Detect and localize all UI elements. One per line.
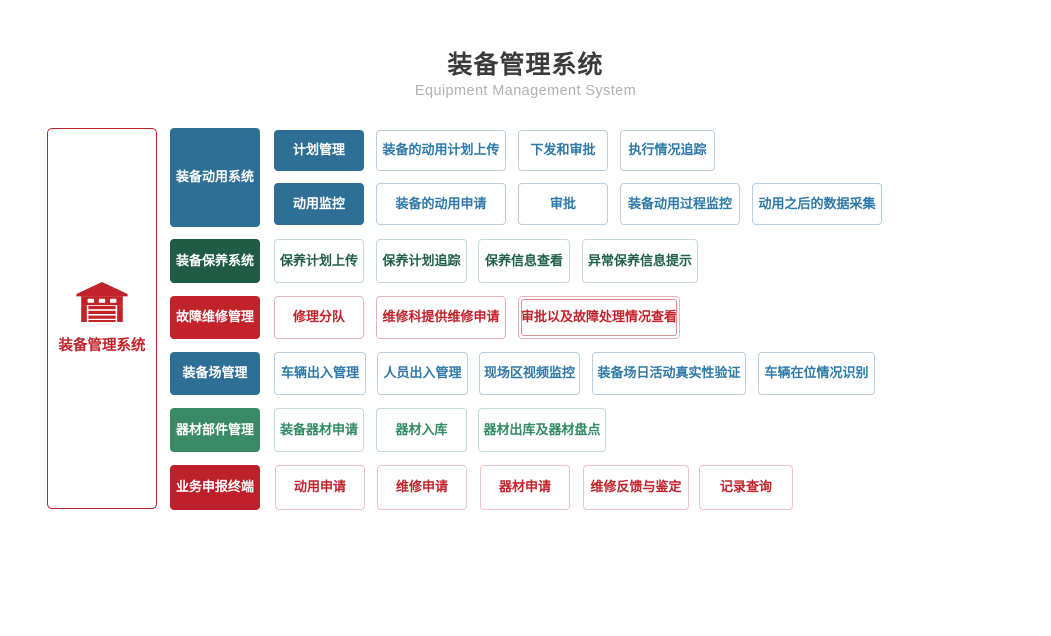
node-parts-request: 器材申请	[480, 465, 570, 510]
root-system-label: 装备管理系统	[58, 338, 146, 354]
node-maintenance-plan-tracking: 保养计划追踪	[376, 239, 467, 283]
node-abnormal-maintenance-alert: 异常保养信息提示	[582, 239, 698, 283]
sys-maintenance: 装备保养系统	[170, 239, 260, 283]
node-repair-request: 维修申请	[377, 465, 467, 510]
root-system-node: 装备管理系统	[47, 128, 157, 509]
node-maintenance-plan-upload: 保养计划上传	[274, 239, 364, 283]
node-approval: 审批	[518, 183, 608, 225]
node-usage-request: 动用申请	[275, 465, 365, 510]
node-parts-inbound: 器材入库	[376, 408, 467, 452]
node-approval-fault-handling-view-label: 审批以及故障处理情况查看	[520, 309, 677, 325]
group-plan-management: 计划管理	[274, 130, 364, 171]
node-equipment-parts-application: 装备器材申请	[274, 408, 364, 452]
node-daily-activity-verification: 装备场日活动真实性验证	[592, 352, 746, 395]
group-usage-monitoring: 动用监控	[274, 183, 364, 225]
sys-equipment-yard: 装备场管理	[170, 352, 260, 395]
node-repair-feedback-appraisal: 维修反馈与鉴定	[583, 465, 689, 510]
node-record-query: 记录查询	[699, 465, 793, 510]
page-title: 装备管理系统	[447, 51, 604, 79]
node-personnel-access: 人员出入管理	[377, 352, 468, 395]
node-issue-and-approval: 下发和审批	[518, 130, 608, 171]
node-repair-team: 修理分队	[274, 296, 364, 339]
sys-fault-repair: 故障维修管理	[170, 296, 260, 339]
node-maintenance-info-view: 保养信息查看	[478, 239, 570, 283]
node-post-usage-data-collection: 动用之后的数据采集	[752, 183, 882, 225]
node-site-video-surveillance: 现场区视频监控	[479, 352, 580, 395]
node-usage-plan-upload: 装备的动用计划上传	[376, 130, 506, 171]
node-parts-outbound-inventory: 器材出库及器材盘点	[478, 408, 606, 452]
sys-equipment-mobilization: 装备动用系统	[170, 128, 260, 227]
node-approval-fault-handling-view: 审批以及故障处理情况查看	[518, 296, 680, 339]
node-repair-dept-application: 维修科提供维修申请	[376, 296, 506, 339]
garage-icon	[76, 282, 128, 322]
sys-business-terminal: 业务申报终端	[170, 465, 260, 510]
node-vehicle-presence-recognition: 车辆在位情况识别	[758, 352, 875, 395]
node-usage-process-monitoring: 装备动用过程监控	[620, 183, 740, 225]
node-usage-application: 装备的动用申请	[376, 183, 506, 225]
sys-parts-management: 器材部件管理	[170, 408, 260, 452]
page-subtitle: Equipment Management System	[414, 83, 637, 99]
node-execution-tracking: 执行情况追踪	[620, 130, 715, 171]
node-vehicle-access: 车辆出入管理	[274, 352, 366, 395]
